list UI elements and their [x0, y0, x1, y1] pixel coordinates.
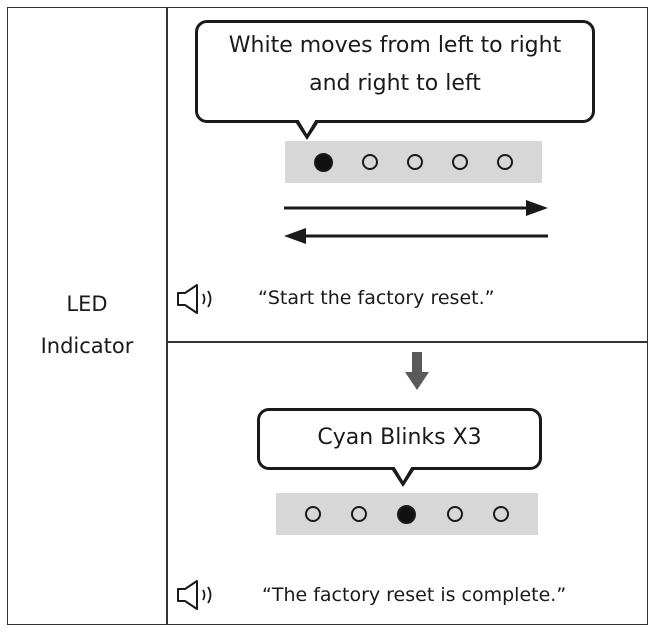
led-strip-step1: [285, 141, 542, 183]
led-dot: [497, 154, 514, 170]
left-right-arrows-icon: [284, 200, 548, 244]
speaker-icon: [177, 284, 212, 314]
led-dot: [452, 154, 469, 170]
led-dot: [313, 152, 333, 172]
led-dot: [446, 506, 463, 522]
instruction-table: LED Indicator: [7, 7, 648, 625]
callout-tail-fill: [394, 466, 412, 481]
callout-text: Cyan Blinks X3: [317, 425, 482, 450]
callout-text-line1: White moves from left to right: [228, 33, 562, 58]
led-dot: [305, 506, 322, 522]
led-dot: [361, 154, 378, 170]
row-label-line1: LED: [66, 292, 108, 316]
row-label: LED Indicator: [8, 283, 166, 367]
led-dot: [351, 506, 368, 522]
led-dot: [492, 506, 509, 522]
callout-tail-fill: [298, 119, 316, 134]
voice-message-step1: “Start the factory reset.”: [258, 287, 495, 309]
row-divider: [166, 341, 647, 343]
callout-bubble-step2: Cyan Blinks X3: [257, 408, 542, 470]
led-strip-step2: [276, 493, 538, 535]
row-label-line2: Indicator: [40, 334, 134, 358]
led-dot: [406, 154, 423, 170]
down-arrow-icon: [405, 352, 429, 390]
callout-bubble-step1: White moves from left to right and right…: [195, 20, 595, 123]
callout-text-line2: and right to left: [309, 71, 481, 96]
voice-message-step2: “The factory reset is complete.”: [262, 584, 567, 606]
led-dot: [397, 504, 417, 524]
column-divider: [166, 8, 168, 624]
speaker-icon: [177, 580, 212, 610]
